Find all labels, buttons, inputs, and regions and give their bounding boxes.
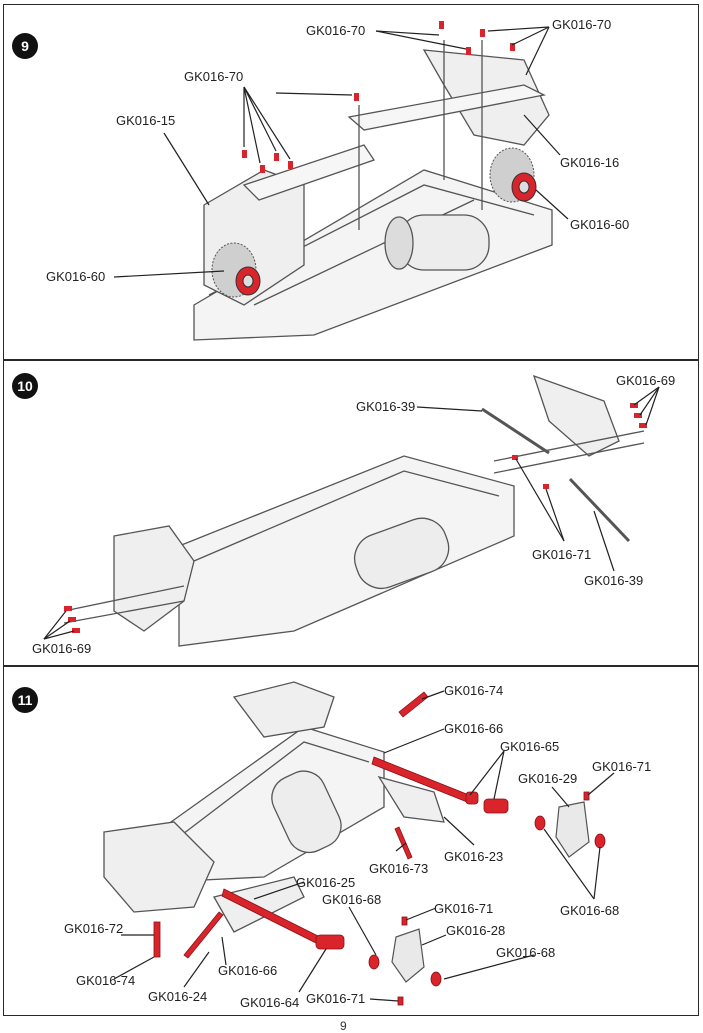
- part-label-gk016-39: GK016-39: [356, 399, 416, 414]
- part-label-gk016-64: GK016-64: [240, 995, 300, 1010]
- part-label-gk016-60: GK016-60: [46, 269, 106, 284]
- step-11-red-parts: [153, 691, 606, 1006]
- part-label-gk016-71: GK016-71: [532, 547, 592, 562]
- part-label-gk016-29: GK016-29: [518, 771, 578, 786]
- part-label-gk016-72: GK016-72: [64, 921, 124, 936]
- step-9-leader-lines: [113, 26, 569, 278]
- step-9-screws: [242, 21, 515, 173]
- part-label-gk016-66: GK016-66: [218, 963, 278, 978]
- step-number-badge: 9: [12, 33, 38, 59]
- part-label-gk016-71: GK016-71: [592, 759, 652, 774]
- step-11-panel: 11 GK016-74 GK016-66 GK016-65 GK016-29 G…: [3, 666, 699, 1016]
- step-number-badge: 11: [12, 687, 38, 713]
- step-9-gear-right: [489, 147, 537, 203]
- step-11-illustration: [103, 681, 615, 1006]
- part-label-gk016-71: GK016-71: [434, 901, 494, 916]
- step-10-leader-lines: [43, 386, 660, 640]
- part-label-gk016-74: GK016-74: [444, 683, 504, 698]
- part-label-gk016-15: GK016-15: [116, 113, 176, 128]
- part-label-gk016-28: GK016-28: [446, 923, 506, 938]
- part-label-gk016-73: GK016-73: [369, 861, 429, 876]
- step-9-gear-left: [211, 242, 261, 298]
- part-label-gk016-70: GK016-70: [184, 69, 244, 84]
- part-label-gk016-69: GK016-69: [616, 373, 676, 388]
- step-9-illustration: [113, 21, 569, 341]
- part-label-gk016-68: GK016-68: [560, 903, 620, 918]
- part-label-gk016-60: GK016-60: [570, 217, 630, 232]
- step-10-illustration: [43, 374, 660, 647]
- part-label-gk016-74: GK016-74: [76, 973, 136, 988]
- step-10-screws: [64, 403, 647, 633]
- part-label-gk016-23: GK016-23: [444, 849, 504, 864]
- part-label-gk016-68: GK016-68: [496, 945, 556, 960]
- part-label-gk016-70: GK016-70: [552, 17, 612, 32]
- part-label-gk016-71: GK016-71: [306, 991, 366, 1006]
- step-11-hubs: [391, 801, 590, 983]
- part-label-gk016-70: GK016-70: [306, 23, 366, 38]
- step-number-badge: 10: [12, 373, 38, 399]
- step-10-turnbuckles: [481, 407, 631, 543]
- step-11-chassis-drawing: [103, 681, 445, 933]
- step-10-panel: 10 GK016-69 GK016-39 GK016-71 GK016-39 G…: [3, 360, 699, 666]
- part-label-gk016-68: GK016-68: [322, 892, 382, 907]
- page-number: 9: [340, 1019, 347, 1033]
- part-label-gk016-66: GK016-66: [444, 721, 504, 736]
- part-label-gk016-69: GK016-69: [32, 641, 92, 656]
- part-label-gk016-24: GK016-24: [148, 989, 208, 1004]
- part-label-gk016-39: GK016-39: [584, 573, 644, 588]
- part-label-gk016-65: GK016-65: [500, 739, 560, 754]
- part-label-gk016-16: GK016-16: [560, 155, 620, 170]
- step-9-panel: 9 GK016-70 GK016-70 GK016-70 GK016-15 GK…: [3, 4, 699, 360]
- part-label-gk016-25: GK016-25: [296, 875, 356, 890]
- step-11-leader-lines: [113, 690, 615, 1002]
- step-10-chassis-drawing: [63, 374, 645, 647]
